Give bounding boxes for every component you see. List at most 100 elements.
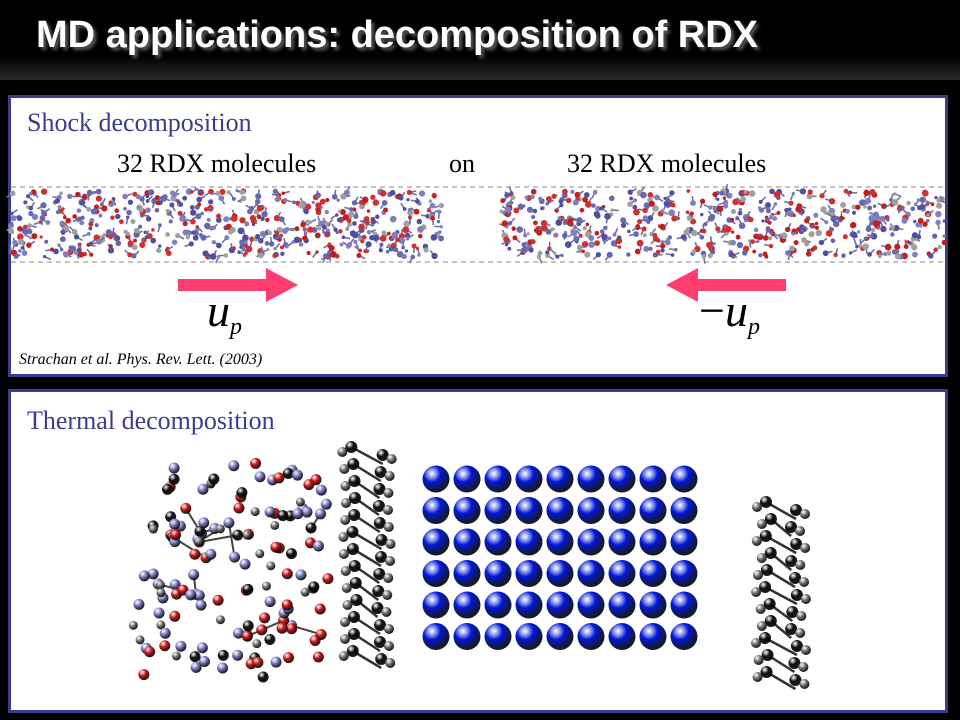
atom [133,227,140,234]
atom [150,237,157,244]
atom [40,188,48,195]
atom [215,190,221,196]
atom [830,212,835,217]
carbon-atom [759,496,772,508]
atom [148,189,155,196]
atom [659,223,666,230]
atom [916,198,921,202]
atom [906,200,911,206]
atom [331,193,338,200]
atom [62,215,67,220]
atom [326,231,331,236]
atom [156,247,162,253]
carbon-atom [790,640,803,652]
atom [933,247,939,253]
atom [247,208,253,215]
atom [250,507,260,517]
carbon-atom [345,441,358,453]
atom [72,214,77,219]
atom [683,229,690,236]
atom [190,209,197,216]
atom [401,245,406,250]
atom [249,236,255,242]
atom [138,570,150,582]
atom [26,242,32,248]
metal-atom [608,560,636,587]
atom [593,210,600,218]
atom [40,209,47,216]
carbon-atom [760,564,773,576]
atom [143,230,147,235]
atom [151,228,155,232]
atom [919,196,926,203]
atom [865,226,872,232]
atom [105,229,112,236]
atom [137,224,143,229]
atom [284,226,290,232]
atom [324,221,330,227]
atom [31,213,39,221]
hydrogen-atom [342,600,353,610]
carbon-atom [790,538,803,550]
atom [877,254,882,259]
metal-atom [608,465,636,493]
atom [748,217,754,223]
atom [203,207,209,212]
atom [49,247,55,252]
metal-atom [515,465,543,493]
atom [647,192,654,198]
carbon-atom [347,628,360,640]
atom [429,202,436,209]
atom [282,468,294,480]
atom [44,239,49,244]
atom [573,235,580,242]
atom [430,215,436,221]
atom [913,219,917,224]
atom [655,249,661,255]
atom [359,204,364,210]
atom [402,226,410,234]
atom [545,201,550,206]
atom [863,189,870,197]
hydrogen-atom [755,604,766,614]
carbon-atom [373,517,386,529]
atom [767,236,773,241]
atom [819,193,825,199]
atom [915,222,921,228]
atom [123,229,128,234]
atom [641,226,647,232]
atom [581,240,589,248]
atom [673,248,678,252]
atom [261,210,268,218]
atom [339,208,346,216]
atom [648,200,655,207]
atom [851,210,857,215]
hydrogen-atom [382,505,393,515]
atom [840,201,847,208]
hydrogen-atom [384,624,395,634]
atom [211,240,216,245]
metal-atom [422,528,450,556]
atom [545,228,552,235]
atom [769,188,775,195]
metal-atom [484,623,512,650]
atom [319,198,326,205]
atom [858,244,863,248]
atom [182,195,188,201]
atom [178,202,184,207]
atom [934,195,938,200]
velocity-subscript: p [747,314,760,340]
atom [101,205,108,212]
atom [703,221,708,227]
atom [169,518,181,530]
atom [753,227,759,233]
atom [138,207,144,213]
atom [592,189,598,195]
atom [705,241,713,249]
atom [712,191,718,197]
atom [144,646,156,658]
atom [347,222,352,228]
atom [250,457,262,469]
metal-atom [422,560,450,587]
atom [75,191,81,198]
